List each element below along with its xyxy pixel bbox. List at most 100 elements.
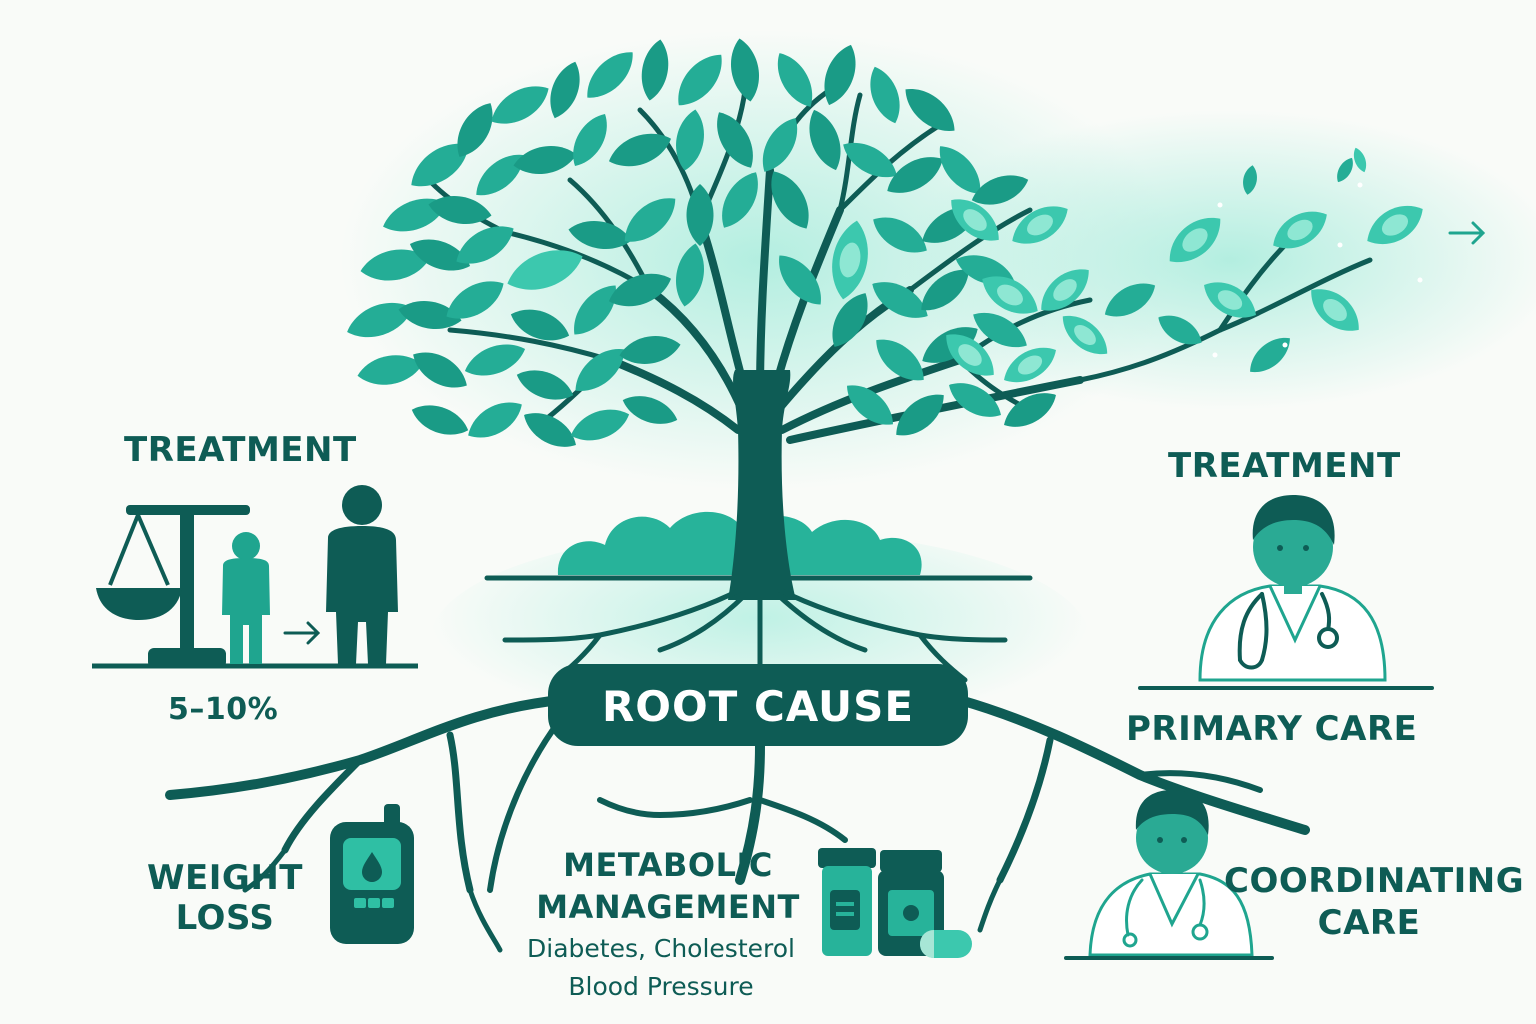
metabolic-details: Diabetes, Cholesterol Blood Pressure [508,930,814,1006]
leaf [973,312,1027,348]
leaf [971,175,1029,205]
leaf-highlight [1182,228,1208,252]
leaf [896,394,944,436]
leaf [731,38,759,102]
scale-icon [92,505,418,669]
left-treatment-heading: TREATMENT [124,430,357,470]
metabolic-detail1: Diabetes, Cholesterol [527,934,795,963]
leaf [622,396,678,424]
leaf [516,370,574,400]
leaf [641,39,669,101]
leaf [411,143,469,187]
weight-loss-label: WEIGHT LOSS [140,858,310,938]
capsule-icon [920,930,972,958]
metabolic-line1: METABOLIC [563,846,773,884]
leaf [513,146,577,174]
leaf [413,352,467,388]
leaf [575,349,625,391]
coordinating-line1: COORDINATING [1224,861,1525,901]
weight-loss-percentage: 5–10% [168,692,279,727]
leaf [676,109,704,171]
leaf [905,89,955,131]
primary-care-label: PRIMARY CARE [1126,709,1418,749]
leaf [870,66,900,124]
leaf-highlight [958,344,982,366]
leaf [777,53,813,107]
leaf [624,198,676,242]
leaf [921,269,969,311]
root-cause-badge: ROOT CAUSE [548,664,968,746]
sparkle [1217,202,1223,208]
metabolic-line2: MANAGEMENT [536,888,800,926]
leaf [887,157,943,193]
leaf [809,109,841,171]
leaf [722,172,758,228]
leaf [1158,315,1202,345]
sparkle [1417,277,1423,283]
leaf [468,402,522,438]
leaf [587,52,633,98]
leaf-highlight [1053,279,1077,301]
weight-loss-line1: WEIGHT [147,858,303,898]
arrow-right-icon [1448,221,1486,245]
leaf-highlight [1217,290,1243,310]
leaf [1104,283,1156,317]
leaf-highlight [1381,214,1409,236]
leaf [568,221,632,249]
leaf [939,146,981,194]
leaf [678,54,722,106]
leaf [1250,337,1290,373]
leaf [1353,147,1367,173]
arrow-right-icon [283,621,321,645]
weight-loss-line2: LOSS [175,898,275,938]
leaf [446,281,504,319]
leaf [619,336,681,364]
leaf [398,301,462,329]
leaf [464,344,526,376]
drift-glow [900,110,1536,410]
stethoscope-icon [1317,627,1339,649]
leaf [1004,393,1056,427]
leaf [476,154,524,196]
leaf [762,118,798,172]
leaf [347,302,413,338]
leaf-highlight [839,242,861,278]
leaf [411,405,469,435]
leaf [550,61,580,119]
leaf [491,86,549,124]
person-small-icon [222,532,270,664]
right-treatment-heading: TREATMENT [1168,446,1401,486]
leaf [872,282,928,318]
leaf [574,285,616,335]
leaf [779,255,821,305]
leaf [847,385,893,425]
leaf [676,243,704,307]
sparkle [1282,342,1288,348]
person-large-icon [326,485,398,664]
leaf [608,133,672,167]
main-roots [165,695,1310,953]
metabolic-detail2: Blood Pressure [568,972,754,1001]
metabolic-management-label: METABOLIC MANAGEMENT [518,844,818,928]
leaf [510,309,570,341]
leaf [456,226,514,264]
leaf [1337,157,1353,183]
leaf-highlight [1287,219,1313,241]
root-cause-label: ROOT CAUSE [601,682,915,731]
doctor-icon [1198,495,1387,682]
leaf [573,114,607,166]
glucose-meter-icon [330,804,414,944]
leaf-highlight [963,209,987,231]
leaves-group [347,38,1423,447]
stethoscope-icon [1122,878,1209,948]
leaf [357,355,423,385]
leaf [873,217,927,253]
leaf-highlight [1017,355,1043,375]
coordinating-line2: CARE [1317,903,1421,943]
leaf [608,273,672,307]
leaf-highlight [1323,298,1347,322]
leaf [843,142,897,178]
leaf [524,413,576,447]
leaf [771,171,809,229]
leaf [824,44,856,106]
